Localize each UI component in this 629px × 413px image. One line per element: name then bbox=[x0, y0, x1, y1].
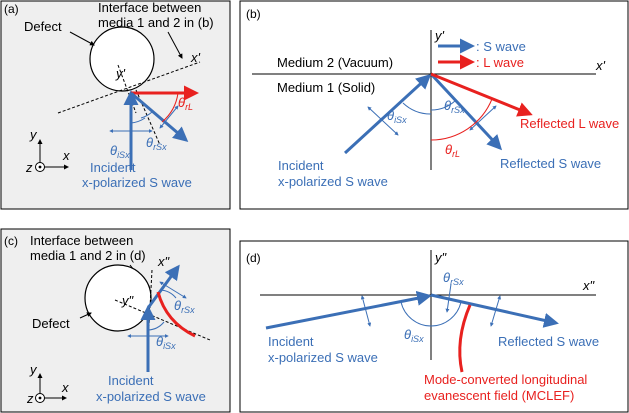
reflected-s-label-b: Reflected S wave bbox=[500, 156, 601, 171]
tangent-line-a bbox=[57, 61, 201, 114]
x-prime-label-b: x' bbox=[595, 58, 606, 73]
panel-c: (c) Interface between media 1 and 2 in (… bbox=[0, 228, 231, 413]
axis-y-label-a: y bbox=[29, 127, 38, 142]
reflected-polarization-c bbox=[159, 281, 187, 299]
defect-circle-c bbox=[84, 264, 152, 332]
theta-isx-d: θiSx bbox=[404, 327, 424, 344]
angle-arc-rsx-d bbox=[430, 301, 462, 327]
z-axis-dot-a bbox=[38, 165, 42, 169]
incident-label-d-2: x-polarized S wave bbox=[268, 350, 378, 365]
interface-label-c-2: media 1 and 2 in (d) bbox=[30, 248, 146, 263]
incident-label-c-1: Incident bbox=[108, 373, 154, 388]
panel-c-tag: (c) bbox=[4, 234, 18, 248]
reflected-s-arrow-b bbox=[429, 72, 503, 151]
theta-isx-c: θiSx bbox=[156, 334, 176, 351]
angle-arc-isx-b bbox=[402, 102, 432, 115]
incident-s-arrow-d bbox=[265, 290, 432, 330]
interface-label-a-1: Interface between bbox=[98, 0, 201, 15]
reflected-polarization-b bbox=[469, 105, 497, 131]
theta-rsx-d: θrSx bbox=[443, 270, 464, 287]
angle-arc-isx-d bbox=[400, 301, 432, 327]
reflected-l-label: Reflected L wave bbox=[520, 116, 619, 131]
angle-arc-rsx-a bbox=[140, 111, 153, 119]
incident-label-b-2: x-polarized S wave bbox=[278, 174, 388, 189]
axis-x-label-c: x bbox=[61, 380, 69, 395]
incident-label-a-2: x-polarized S wave bbox=[82, 175, 192, 190]
y-dprime-label-d: y" bbox=[434, 250, 448, 265]
theta-rl-a: θrL bbox=[178, 95, 193, 112]
angle-arc-rl-a bbox=[161, 92, 179, 123]
incident-label-d-1: Incident bbox=[268, 334, 314, 349]
incident-polarization-d bbox=[360, 295, 372, 327]
angle-arc-isx-a bbox=[130, 117, 146, 124]
theta-rl-b: θrL bbox=[445, 142, 460, 159]
incident-label-a-1: Incident bbox=[90, 160, 136, 175]
incident-polarization-b bbox=[367, 106, 399, 136]
theta-rsx-c: θrSx bbox=[174, 298, 195, 315]
y-prime-label-b: y' bbox=[434, 28, 445, 43]
panel-b-tag: (b) bbox=[246, 7, 261, 21]
angle-arc-rl-b bbox=[430, 98, 493, 141]
theta-rsx-b: θrSx bbox=[444, 98, 465, 115]
mclef-curve-c bbox=[156, 291, 196, 338]
panel-b-frame bbox=[239, 0, 629, 210]
rsx-pointer-d bbox=[445, 283, 452, 313]
panel-d: (d) x" y" θrSx θiSx Incident x-polarized… bbox=[239, 240, 629, 413]
defect-circle bbox=[89, 26, 155, 92]
reflected-l-arrow-b bbox=[430, 72, 533, 117]
mclef-label-1: Mode-converted longitudinal bbox=[424, 372, 587, 387]
incident-label-c-2: x-polarized S wave bbox=[96, 389, 206, 404]
x-dprime-label-d: x" bbox=[582, 278, 596, 293]
mclef-label-2: evanescent field (MCLEF) bbox=[424, 388, 574, 403]
theta-isx-b: θiSx bbox=[387, 108, 407, 125]
defect-label-c: Defect bbox=[32, 316, 70, 331]
y-prime-label-a: y' bbox=[115, 66, 126, 81]
medium-2-label: Medium 2 (Vacuum) bbox=[277, 55, 393, 70]
medium-1-label: Medium 1 (Solid) bbox=[277, 80, 375, 95]
reflected-polarization-d bbox=[490, 295, 501, 327]
reflected-polarization-a bbox=[159, 105, 179, 129]
axis-y-label-c: y bbox=[29, 362, 38, 377]
interface-label-c-1: Interface between bbox=[30, 233, 133, 248]
defect-pointer-c bbox=[79, 312, 92, 319]
legend-s-label: : S wave bbox=[476, 39, 526, 54]
panel-a-tag: (a) bbox=[4, 2, 19, 16]
defect-label-a: Defect bbox=[24, 19, 62, 34]
angle-arc-rsx-c bbox=[159, 289, 177, 299]
mclef-curve-d bbox=[458, 304, 472, 373]
axis-z-label-c: z bbox=[26, 391, 34, 406]
panel-a: (a) Defect Interface between media 1 and… bbox=[0, 0, 231, 210]
interface-pointer-a bbox=[167, 31, 183, 59]
reflected-s-label-d: Reflected S wave bbox=[498, 334, 599, 349]
panel-b: (b) : S wave : L wave x' y' Medium 2 (Va… bbox=[239, 0, 629, 210]
legend-l-label: : L wave bbox=[476, 55, 524, 70]
x-prime-label-a: x' bbox=[190, 50, 201, 65]
x-dprime-label-c: x" bbox=[157, 254, 171, 269]
defect-pointer-a bbox=[69, 31, 95, 46]
angle-arc-rsx-b bbox=[430, 99, 457, 111]
y-dprime-label-c: y" bbox=[121, 293, 135, 308]
panel-d-tag: (d) bbox=[246, 251, 261, 265]
incident-label-b-1: Incident bbox=[278, 158, 324, 173]
interface-label-a-2: media 1 and 2 in (b) bbox=[98, 15, 214, 30]
normal-line-c bbox=[114, 299, 211, 341]
axis-x-label-a: x bbox=[62, 148, 70, 163]
z-axis-dot-c bbox=[38, 396, 42, 400]
reflected-s-arrow-a bbox=[130, 91, 189, 142]
axis-z-label-a: z bbox=[25, 160, 33, 175]
panel-c-frame bbox=[0, 228, 231, 413]
theta-isx-a: θiSx bbox=[110, 143, 130, 160]
angle-arc-isx-c bbox=[147, 321, 165, 331]
panel-d-frame bbox=[239, 240, 629, 413]
normal-line-a bbox=[117, 64, 137, 114]
theta-rsx-a: θrSx bbox=[146, 135, 167, 152]
